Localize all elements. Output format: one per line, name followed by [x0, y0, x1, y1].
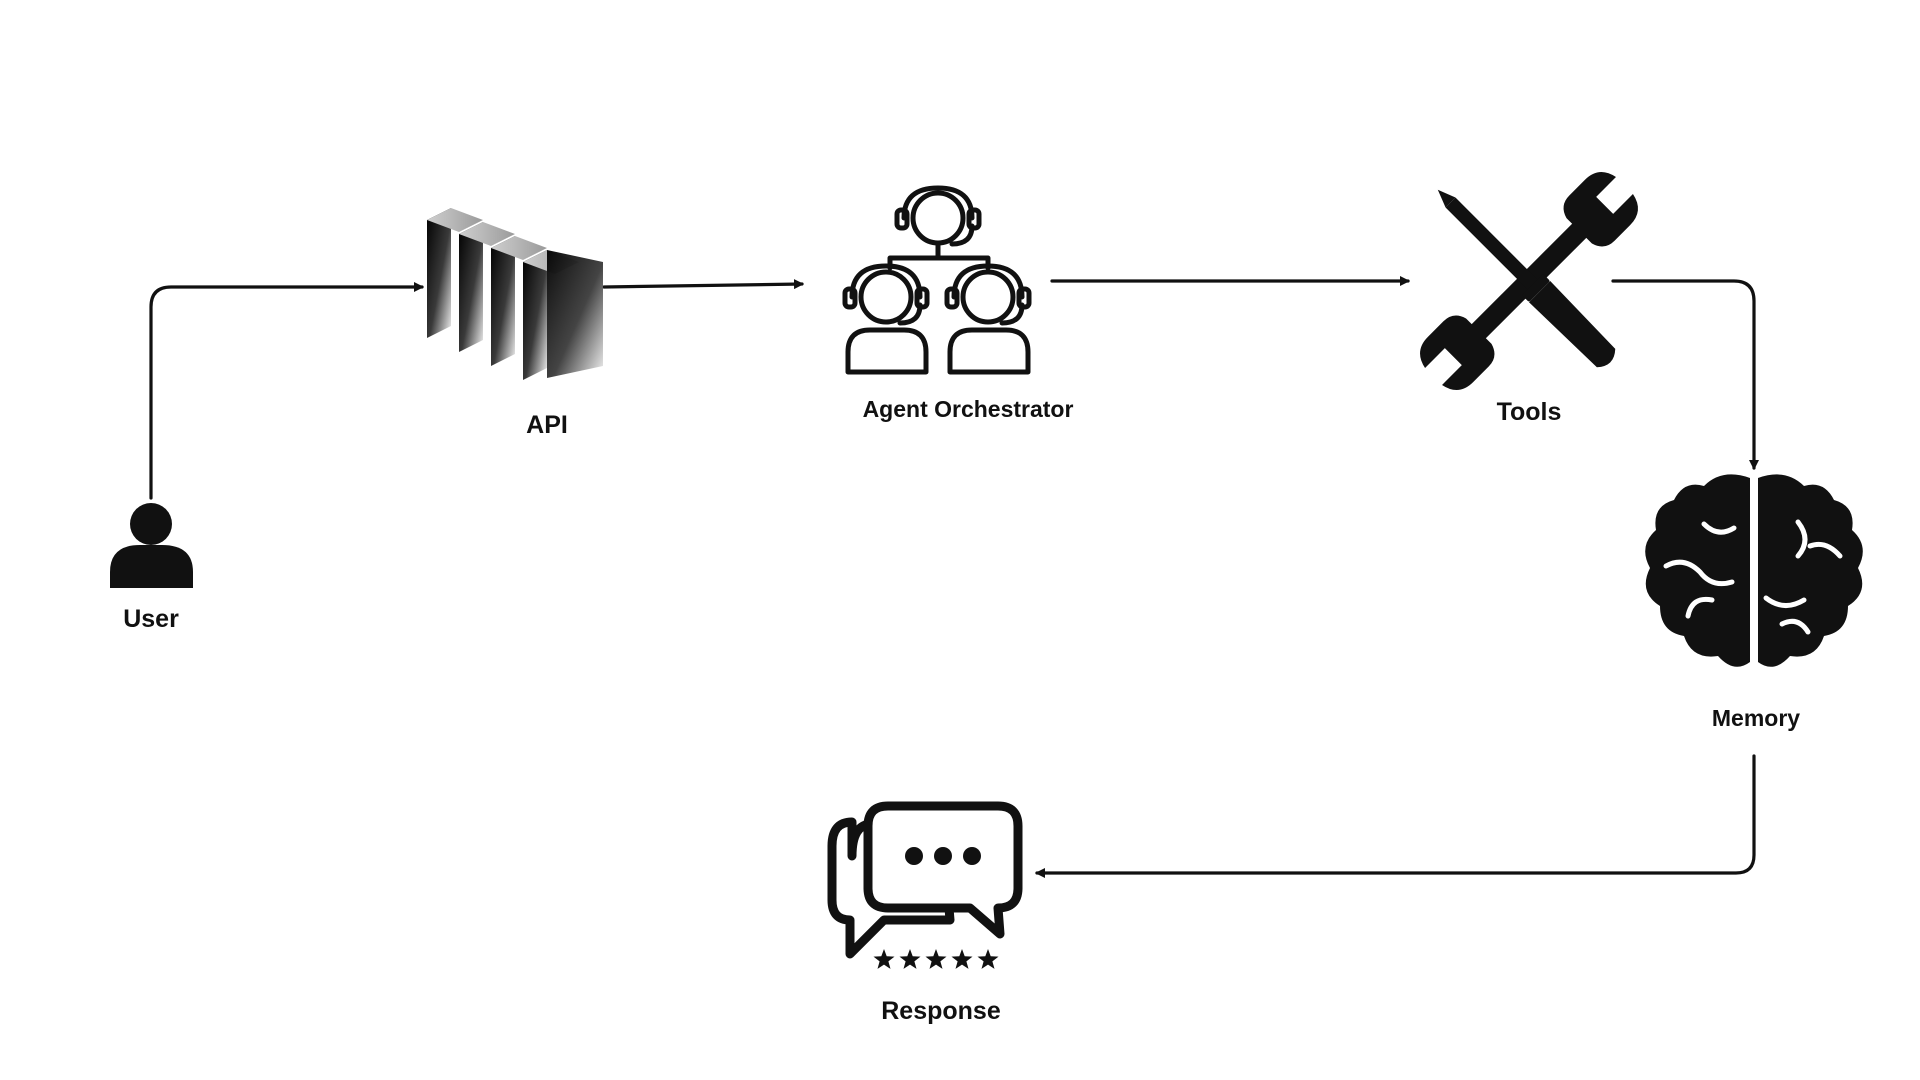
star-icon — [873, 949, 895, 969]
star-icon — [977, 949, 999, 969]
edge-api-to-orchestrator — [602, 279, 804, 290]
server-blades-icon — [427, 208, 603, 380]
star-icon — [899, 949, 921, 969]
star-icon — [951, 949, 973, 969]
node-label-api: API — [526, 411, 568, 439]
node-label-tools: Tools — [1496, 398, 1562, 426]
brain-icon — [1645, 474, 1863, 667]
edge-user-to-api — [149, 282, 424, 500]
edge-memory-to-response — [1035, 754, 1756, 878]
headset-team-icon — [842, 185, 1032, 375]
edge-tools-to-memory — [1611, 279, 1759, 470]
node-label-memory: Memory — [1711, 705, 1801, 731]
node-label-user: User — [123, 605, 179, 633]
chat-bubbles-rating-icon — [827, 801, 1023, 969]
user-icon — [110, 503, 193, 588]
rating-stars — [873, 949, 999, 969]
node-label-response: Response — [881, 997, 1001, 1025]
node-label-agent-orchestrator: Agent Orchestrator — [862, 396, 1074, 422]
star-icon — [925, 949, 947, 969]
wrench-screwdriver-icon — [1420, 172, 1638, 390]
